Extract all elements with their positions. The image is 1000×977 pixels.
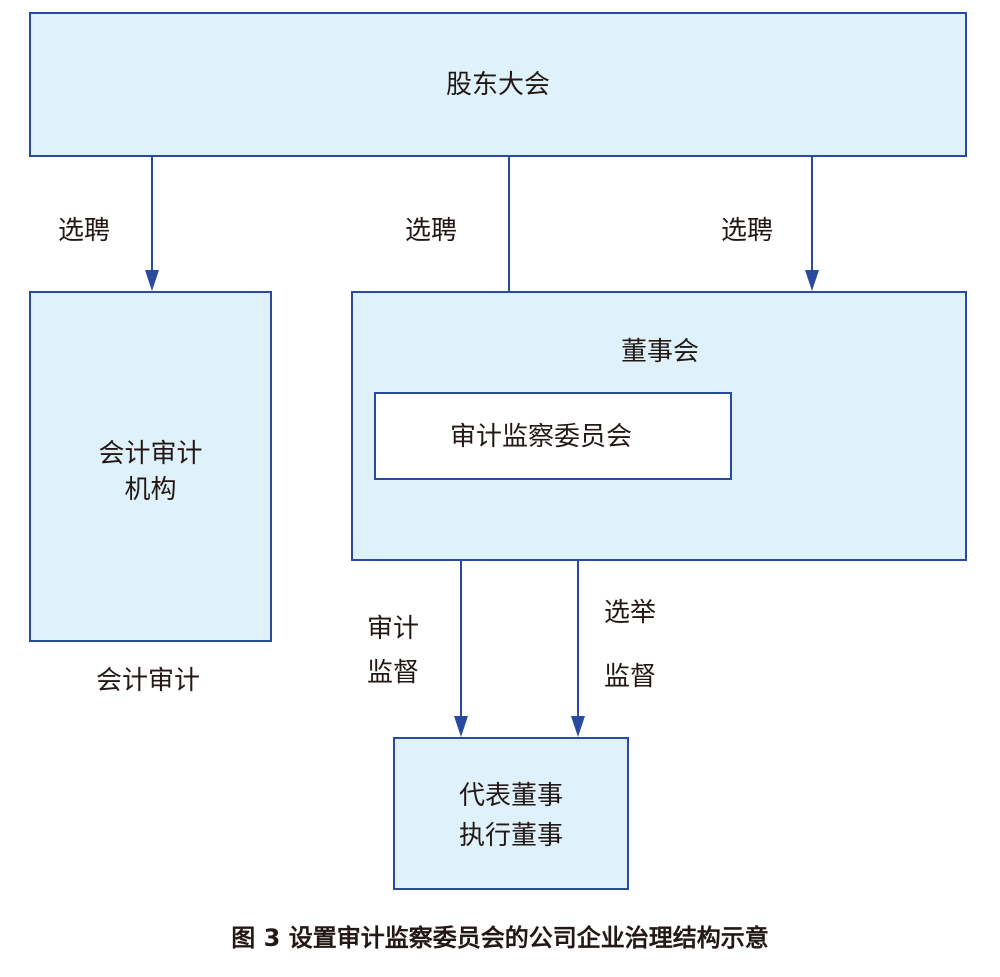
shareholders-box: 股东大会: [29, 12, 967, 157]
audit-institution-box: 会计审计 机构: [29, 291, 272, 642]
board-label: 董事会: [621, 337, 700, 367]
edge-label-hire-audit-committee: 选聘: [405, 216, 458, 246]
arrowhead-audit-supervision: [454, 716, 468, 737]
arrowhead-board: [805, 270, 819, 291]
audit-institution-label-line2: 机构: [124, 475, 177, 505]
audit-committee-box: 审计监察委员会: [374, 392, 732, 480]
executives-box: 代表董事 执行董事: [393, 737, 629, 890]
audit-institution-label-line1: 会计审计: [98, 439, 203, 469]
figure-caption: 图 3 设置审计监察委员会的公司企业治理结构示意: [231, 924, 769, 952]
edge-label-audit: 审计: [367, 614, 420, 644]
audit-committee-label: 审计监察委员会: [450, 422, 633, 452]
edge-label-hire-audit-institution: 选聘: [58, 216, 111, 246]
executives-label-line1: 代表董事: [458, 781, 563, 811]
edge-label-supervision: 监督: [367, 658, 420, 688]
shareholders-label: 股东大会: [445, 70, 550, 100]
edge-label-supervise: 监督: [604, 662, 657, 692]
edge-label-hire-board: 选聘: [721, 216, 774, 246]
note-accounting-audit: 会计审计: [96, 666, 201, 696]
arrowhead-elect-supervise: [571, 716, 585, 737]
executives-label-line2: 执行董事: [458, 821, 563, 851]
edge-label-elect: 选举: [604, 598, 657, 628]
arrowhead-audit-institution: [145, 270, 159, 291]
